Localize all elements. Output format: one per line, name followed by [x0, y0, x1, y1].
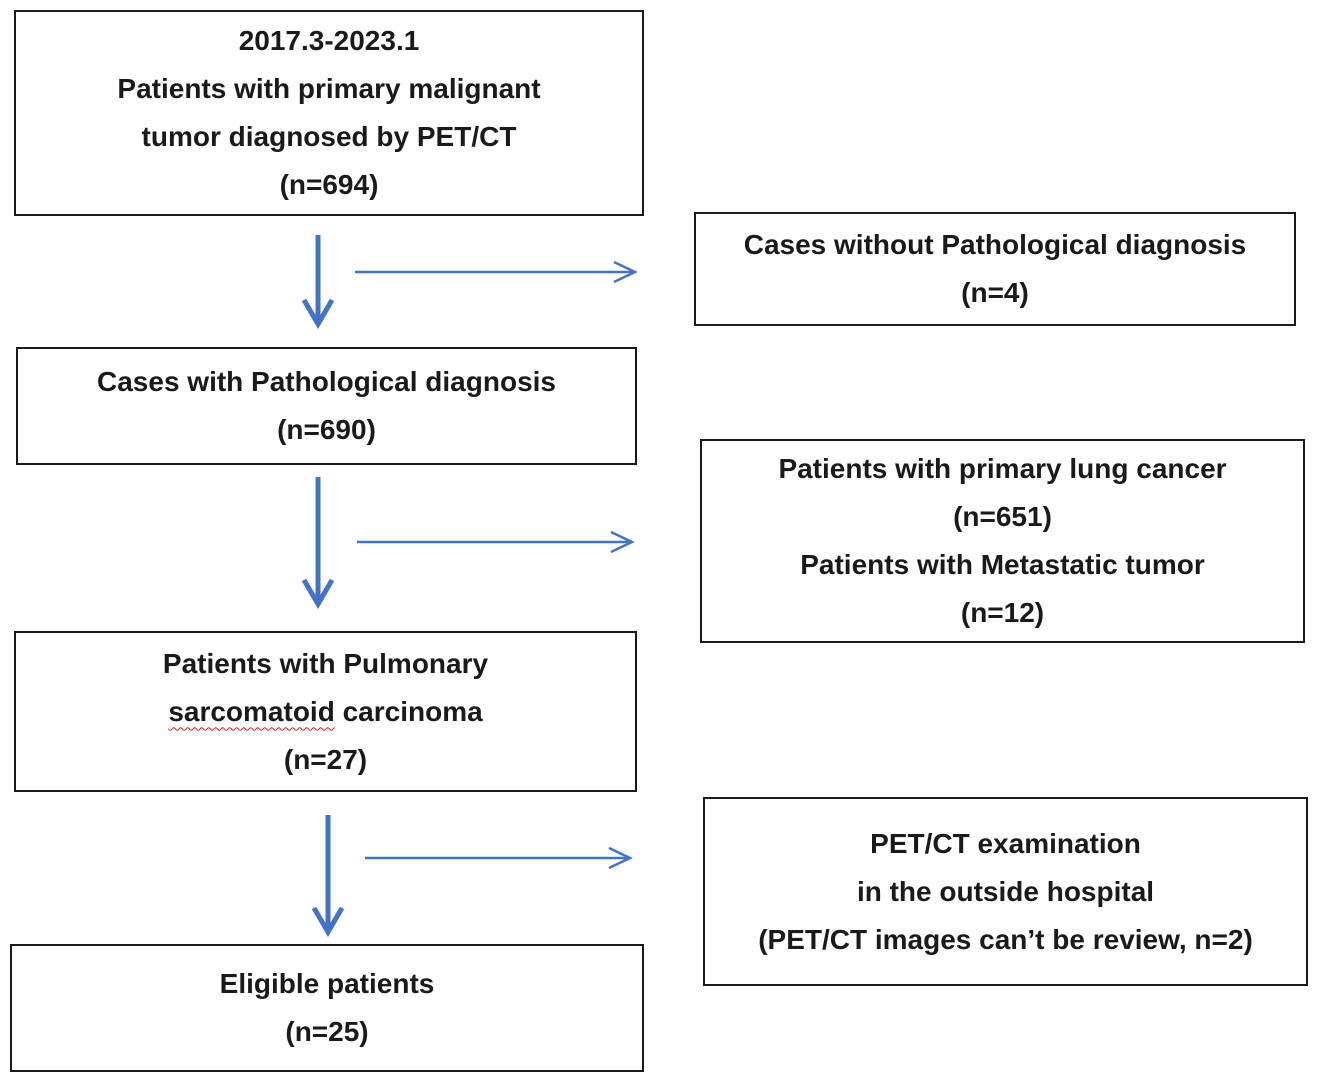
- down-arrow-2: [301, 477, 335, 609]
- psc-line-2: sarcomatoid carcinoma: [168, 688, 482, 736]
- right-arrow-2: [357, 530, 635, 554]
- outside-hospital-line-1: PET/CT examination: [870, 827, 1141, 859]
- outside-hospital-line-3: (PET/CT images can’t be review, n=2): [758, 923, 1253, 955]
- box-eligible: Eligible patients (n=25): [10, 944, 644, 1072]
- excluded-no-pathology-count: (n=4): [961, 277, 1029, 308]
- right-arrow-3: [365, 846, 633, 870]
- start-line-2: Patients with primary malignant: [117, 73, 541, 104]
- outside-hospital-line-2: in the outside hospital: [856, 875, 1155, 907]
- excluded-lung-cancer-count: (n=651): [953, 501, 1052, 532]
- box-pulmonary-sarcomatoid: Patients with Pulmonary sarcomatoid carc…: [14, 631, 637, 792]
- down-arrow-1: [301, 235, 335, 329]
- box-excluded-no-pathology: Cases without Pathological diagnosis (n=…: [694, 212, 1296, 326]
- psc-count: (n=27): [283, 743, 368, 775]
- psc-line-1: Patients with Pulmonary: [162, 647, 489, 679]
- spellcheck-underlined-word: sarcomatoid: [168, 695, 335, 727]
- box-start: 2017.3-2023.1 Patients with primary mali…: [14, 10, 644, 216]
- excluded-metastatic-label: Patients with Metastatic tumor: [800, 549, 1205, 580]
- excluded-no-pathology-label: Cases without Pathological diagnosis: [743, 229, 1247, 260]
- with-pathology-count: (n=690): [277, 414, 376, 445]
- box-excluded-lung-metastatic: Patients with primary lung cancer (n=651…: [700, 439, 1305, 643]
- with-pathology-label: Cases with Pathological diagnosis: [97, 366, 556, 397]
- box-excluded-outside-hospital: PET/CT examination in the outside hospit…: [703, 797, 1308, 986]
- psc-line-2-rest: carcinoma: [334, 695, 483, 727]
- start-line-3: tumor diagnosed by PET/CT: [141, 121, 517, 152]
- down-arrow-3: [311, 815, 345, 937]
- eligible-label: Eligible patients: [219, 968, 435, 999]
- excluded-lung-cancer-label: Patients with primary lung cancer: [778, 453, 1227, 484]
- eligible-count: (n=25): [285, 1016, 369, 1047]
- box-with-pathology: Cases with Pathological diagnosis (n=690…: [16, 347, 637, 465]
- start-count: (n=694): [279, 169, 379, 200]
- right-arrow-1: [355, 260, 638, 284]
- start-date-range: 2017.3-2023.1: [238, 25, 420, 56]
- excluded-metastatic-count: (n=12): [960, 597, 1045, 628]
